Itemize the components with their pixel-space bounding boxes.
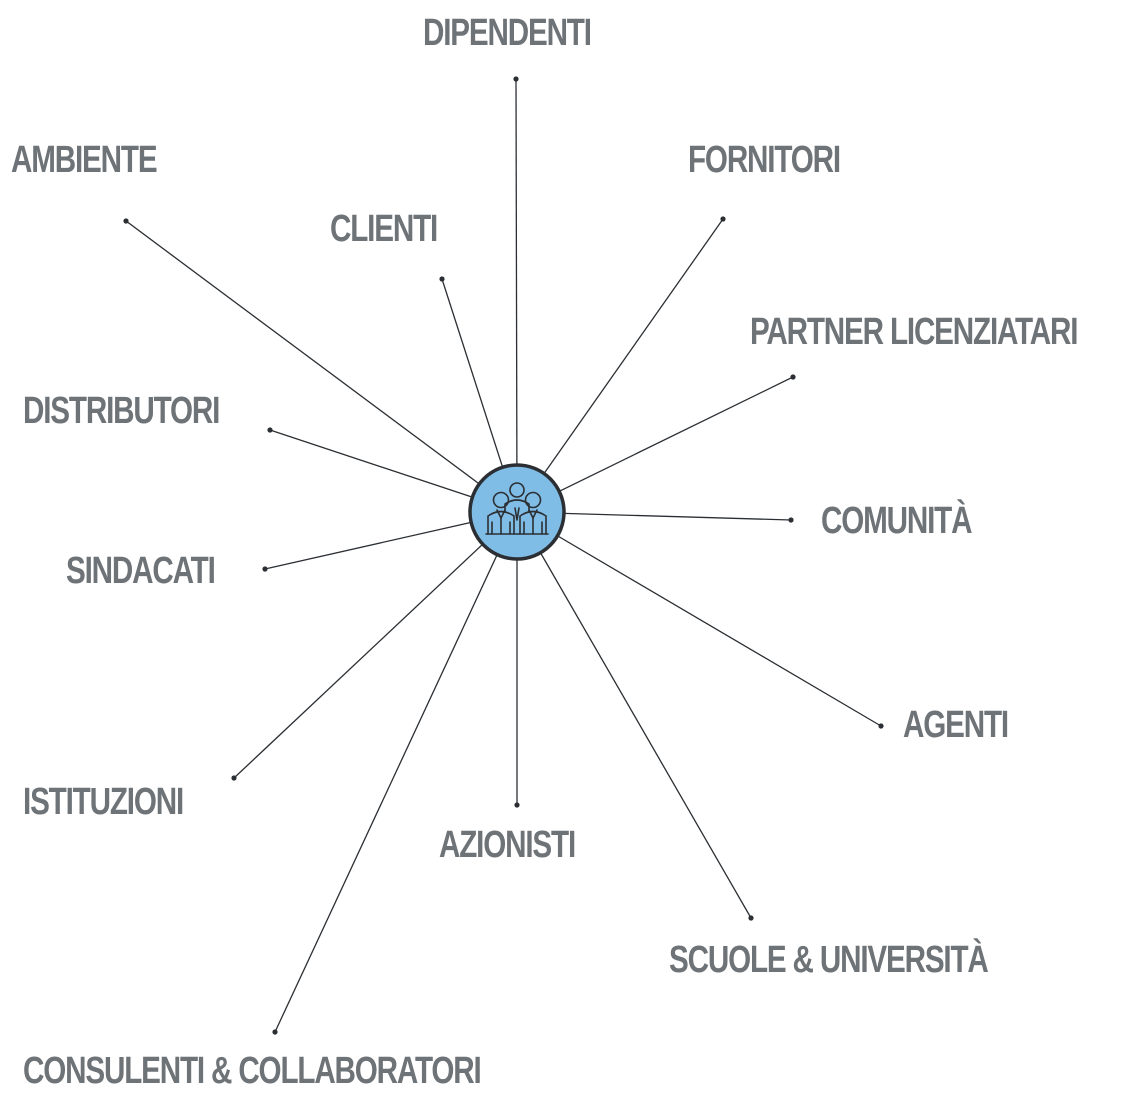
spoke-endpoint-ambiente [123, 218, 129, 224]
spoke-line-partner-licenziatari [516, 376, 794, 513]
stakeholder-label-azionisti: AZIONISTI [439, 824, 576, 866]
spoke-endpoint-clienti [439, 276, 445, 282]
hub-circle [468, 463, 566, 561]
spokes-group [123, 76, 884, 1035]
spoke-line-ambiente [125, 220, 518, 513]
spoke-endpoint-istituzioni [231, 775, 237, 781]
stakeholder-label-clienti: CLIENTI [330, 208, 438, 250]
stakeholder-label-partner-licenziatari: PARTNER LICENZIATARI [750, 311, 1078, 353]
spoke-endpoint-consulenti-collaboratori [272, 1029, 278, 1035]
spoke-endpoint-comunita [788, 517, 794, 523]
central-hub[interactable] [468, 463, 566, 561]
stakeholder-label-agenti: AGENTI [903, 704, 1009, 746]
stakeholder-label-consulenti-collaboratori: CONSULENTI & COLLABORATORI [23, 1050, 482, 1092]
spoke-endpoint-fornitori [720, 216, 726, 222]
stakeholder-label-dipendenti: DIPENDENTI [423, 12, 592, 54]
spoke-endpoint-distributori [267, 427, 273, 433]
business-team-icon [485, 482, 549, 535]
spoke-endpoint-azionisti [514, 802, 520, 808]
stakeholder-label-scuole-universita: SCUOLE & UNIVERSITÀ [669, 939, 989, 981]
stakeholder-label-distributori: DISTRIBUTORI [23, 390, 220, 432]
stakeholder-label-sindacati: SINDACATI [66, 550, 216, 592]
spoke-endpoint-sindacati [262, 566, 268, 572]
stakeholder-label-ambiente: AMBIENTE [11, 139, 158, 181]
spoke-endpoint-partner-licenziatari [790, 374, 796, 380]
spoke-endpoint-dipendenti [513, 76, 519, 82]
stakeholder-label-istituzioni: ISTITUZIONI [23, 781, 184, 823]
spoke-line-agenti [516, 511, 882, 727]
spoke-endpoint-scuole-universita [748, 915, 754, 921]
spoke-line-dipendenti [515, 78, 518, 513]
stakeholder-label-comunita: COMUNITÀ [821, 500, 973, 542]
stakeholder-label-fornitori: FORNITORI [688, 139, 841, 181]
spoke-line-scuole-universita [516, 511, 752, 919]
spoke-line-consulenti-collaboratori [274, 511, 518, 1033]
spoke-line-fornitori [516, 218, 724, 513]
spoke-endpoint-agenti [878, 723, 884, 729]
spoke-line-istituzioni [233, 511, 518, 779]
